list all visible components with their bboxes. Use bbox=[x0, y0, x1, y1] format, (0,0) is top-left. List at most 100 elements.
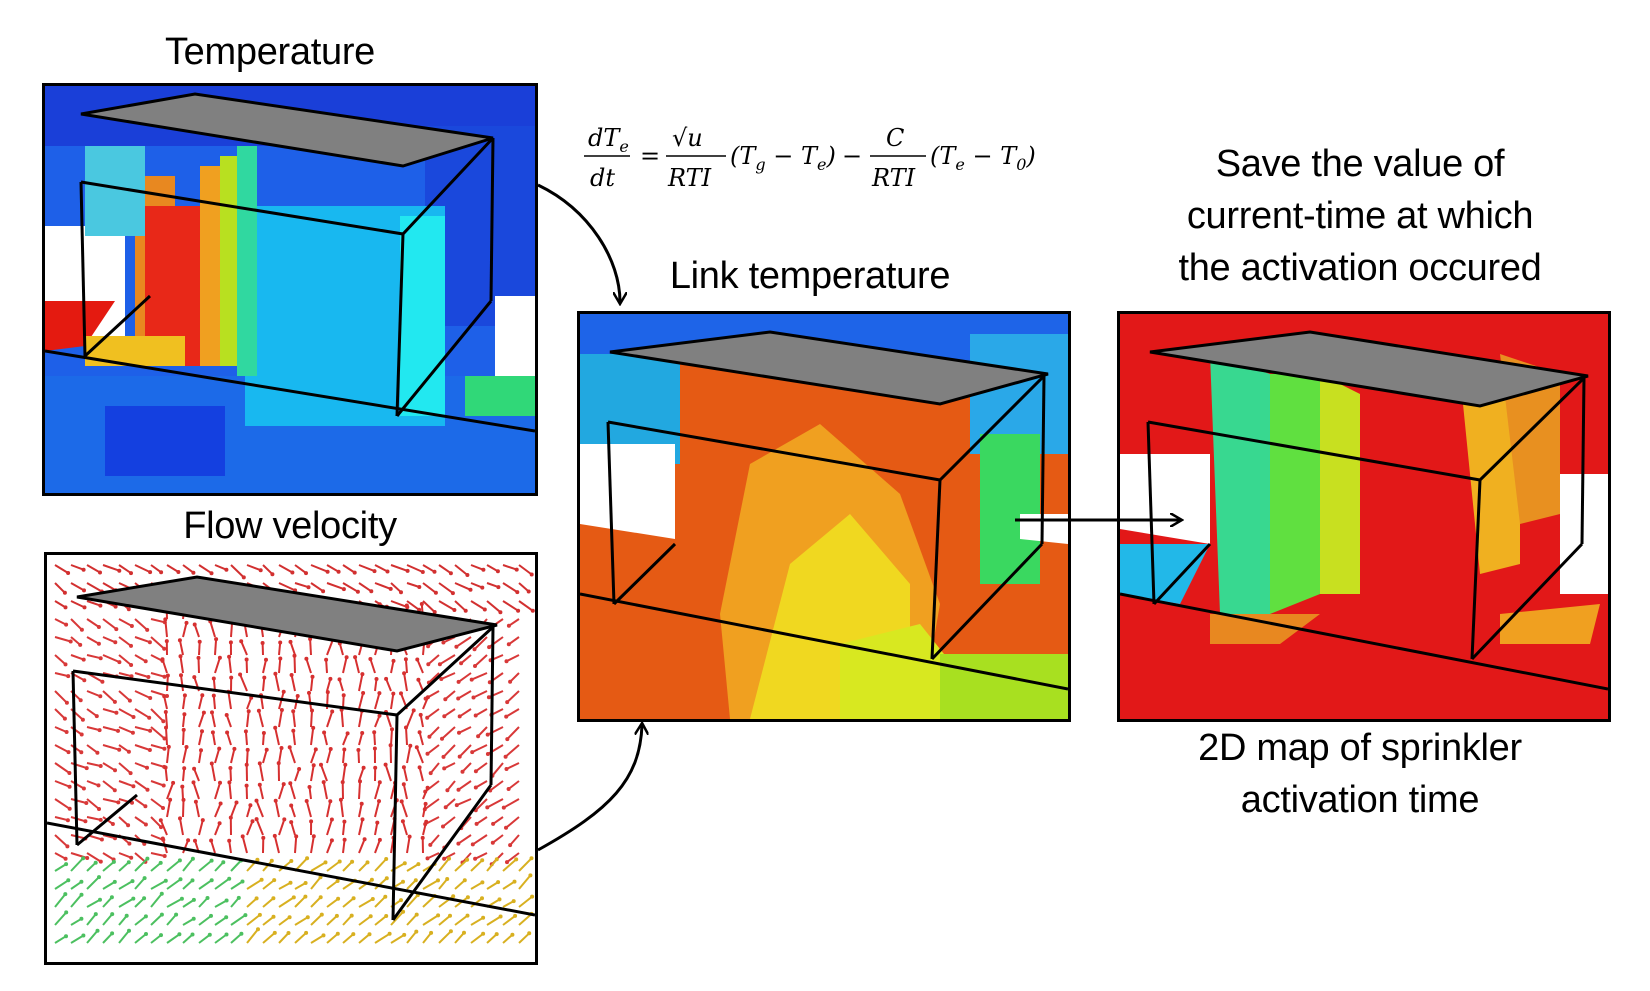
velocity-vector bbox=[54, 911, 67, 926]
velocity-vector bbox=[102, 654, 120, 664]
velocity-vector-head bbox=[142, 876, 147, 881]
velocity-vector bbox=[402, 784, 408, 800]
velocity-vector-head bbox=[463, 608, 468, 613]
velocity-vector-head bbox=[114, 710, 119, 715]
velocity-vector-head bbox=[377, 837, 382, 842]
velocity-vector-head bbox=[279, 746, 284, 750]
velocity-vector bbox=[214, 657, 221, 674]
velocity-vector bbox=[305, 658, 312, 674]
velocity-vector bbox=[164, 711, 168, 728]
velocity-vector-head bbox=[217, 821, 222, 826]
velocity-vector-head bbox=[209, 761, 214, 766]
velocity-vector bbox=[228, 656, 232, 674]
velocity-vector-head bbox=[196, 655, 201, 660]
velocity-vector-head bbox=[529, 856, 534, 861]
velocity-vector bbox=[294, 932, 307, 944]
velocity-vector-head bbox=[193, 838, 197, 843]
velocity-vector bbox=[180, 675, 184, 692]
velocity-vector-head bbox=[514, 857, 519, 862]
velocity-vector-head bbox=[432, 610, 437, 614]
velocity-vector-head bbox=[485, 752, 490, 756]
velocity-vector bbox=[308, 786, 312, 800]
velocity-vector-head bbox=[304, 571, 308, 576]
velocity-vector-head bbox=[261, 835, 266, 840]
velocity-vector bbox=[384, 764, 392, 782]
velocity-vector bbox=[198, 934, 211, 944]
velocity-vector bbox=[518, 932, 530, 944]
velocity-vector bbox=[134, 798, 146, 808]
velocity-vector bbox=[422, 600, 436, 613]
velocity-vector bbox=[288, 746, 296, 764]
velocity-vector-head bbox=[227, 780, 232, 785]
velocity-vector-head bbox=[462, 930, 466, 935]
velocity-vector-head bbox=[278, 656, 283, 661]
velocity-vector bbox=[214, 803, 222, 818]
velocity-vector-head bbox=[190, 856, 195, 861]
velocity-vector-head bbox=[64, 622, 69, 627]
velocity-vector-head bbox=[129, 855, 134, 860]
velocity-vector bbox=[474, 654, 488, 667]
velocity-vector-head bbox=[480, 896, 484, 901]
velocity-vector-head bbox=[365, 860, 370, 865]
velocity-vector-head bbox=[384, 676, 389, 681]
velocity-vector-head bbox=[179, 673, 183, 678]
velocity-vector-head bbox=[260, 641, 265, 645]
velocity-vector-head bbox=[66, 674, 71, 679]
velocity-vector-head bbox=[515, 590, 520, 595]
velocity-vector bbox=[390, 911, 404, 926]
velocity-vector bbox=[86, 898, 101, 908]
velocity-vector bbox=[486, 881, 499, 890]
velocity-vector-head bbox=[264, 657, 268, 662]
velocity-vector-head bbox=[240, 834, 245, 839]
velocity-vector-head bbox=[62, 716, 67, 721]
velocity-vector bbox=[278, 916, 291, 926]
velocity-vector-head bbox=[110, 931, 115, 936]
velocity-vector-head bbox=[193, 799, 198, 804]
velocity-vector-head bbox=[448, 913, 452, 918]
svg-text:dTe: dTe bbox=[588, 124, 629, 156]
velocity-vector bbox=[166, 878, 182, 890]
velocity-vector bbox=[308, 692, 312, 710]
velocity-vector-head bbox=[322, 730, 327, 735]
velocity-vector-head bbox=[163, 710, 168, 714]
velocity-vector-head bbox=[310, 708, 314, 713]
velocity-vector bbox=[210, 840, 216, 854]
velocity-vector bbox=[502, 900, 515, 908]
velocity-vector-head bbox=[174, 912, 179, 917]
velocity-vector-head bbox=[98, 694, 103, 699]
velocity-vector-head bbox=[448, 929, 453, 934]
velocity-vector bbox=[470, 600, 486, 611]
velocity-vector bbox=[214, 782, 221, 800]
velocity-vector bbox=[134, 636, 151, 644]
velocity-vector bbox=[418, 767, 424, 782]
velocity-vector bbox=[326, 860, 341, 872]
velocity-vector bbox=[438, 915, 451, 926]
velocity-vector bbox=[262, 749, 268, 764]
velocity-vector bbox=[161, 658, 168, 674]
velocity-vector bbox=[198, 641, 201, 656]
velocity-vector-head bbox=[176, 570, 181, 574]
velocity-vector-head bbox=[79, 916, 84, 921]
velocity-vector bbox=[342, 914, 353, 926]
velocity-vector-head bbox=[337, 677, 342, 682]
velocity-vector-head bbox=[383, 894, 388, 899]
velocity-vector-head bbox=[512, 879, 517, 884]
velocity-vector-head bbox=[426, 662, 431, 667]
velocity-vector-head bbox=[229, 675, 234, 680]
velocity-vector bbox=[489, 780, 504, 792]
velocity-vector-head bbox=[64, 934, 68, 939]
velocity-vector bbox=[402, 766, 408, 782]
velocity-vector-head bbox=[288, 639, 293, 644]
velocity-vector bbox=[134, 852, 147, 863]
velocity-vector-head bbox=[377, 799, 381, 804]
velocity-vector-head bbox=[238, 672, 243, 677]
velocity-vector-head bbox=[425, 856, 430, 861]
velocity-vector-head bbox=[165, 673, 170, 678]
velocity-vector-head bbox=[273, 798, 278, 803]
velocity-vector bbox=[502, 915, 516, 926]
velocity-vector bbox=[358, 732, 364, 746]
velocity-vector-head bbox=[224, 898, 229, 903]
velocity-vector-head bbox=[470, 842, 475, 847]
velocity-vector-head bbox=[93, 860, 98, 865]
velocity-vector-head bbox=[408, 743, 413, 748]
